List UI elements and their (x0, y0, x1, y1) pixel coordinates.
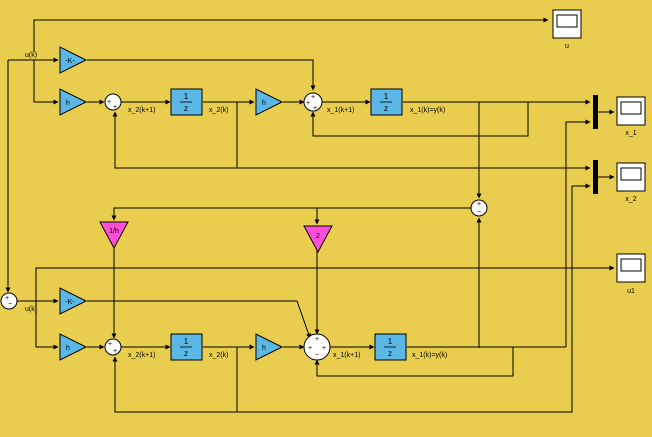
scope-x2-label: x_2 (625, 196, 636, 203)
signal-x2-bottom: x_2(k) (209, 352, 228, 359)
mux-x1[interactable] (593, 95, 598, 129)
signal-x2-top: x_2(k) (209, 107, 228, 114)
gain-one-over-h[interactable]: 1/h (99, 221, 129, 250)
scope-u1[interactable]: u1 (616, 253, 646, 295)
svg-text:h: h (262, 100, 266, 107)
gain-h-top-1[interactable]: h (59, 88, 88, 116)
svg-text:-K-: -K- (65, 299, 75, 306)
gain-k-top[interactable]: -K- (59, 46, 88, 74)
scope-u[interactable]: u (552, 9, 582, 50)
sum-2[interactable]: + + + (303, 92, 323, 112)
svg-text:−: − (8, 301, 12, 308)
scope-x1[interactable]: x_1 (616, 96, 646, 137)
svg-text:+: + (315, 336, 319, 343)
gain-h-bottom-2[interactable]: h (255, 333, 284, 361)
signal-x1-next-top: x_1(k+1) (327, 107, 354, 114)
svg-text:+: + (107, 99, 111, 106)
signal-x1-bottom: x_1(k)=y(k) (412, 352, 447, 359)
svg-text:h: h (66, 345, 70, 352)
svg-text:z: z (184, 349, 188, 358)
scope-x2[interactable]: x_2 (616, 162, 646, 203)
svg-text:z: z (388, 349, 392, 358)
wires (5, 17, 615, 413)
svg-text:+: + (306, 100, 310, 107)
scope-x1-label: x_1 (625, 130, 636, 137)
signal-u-top: u(k) (25, 52, 37, 59)
signal-x2-next-bottom: x_2(k+1) (128, 352, 155, 359)
sum-1[interactable]: + + (104, 93, 122, 111)
svg-text:+: + (313, 105, 317, 112)
svg-text:z: z (184, 104, 188, 113)
svg-text:−: − (315, 352, 319, 359)
signal-u-bottom: u(k) (25, 306, 37, 313)
gain-h-top-2[interactable]: h (255, 88, 284, 116)
delay-1[interactable]: 1 z (170, 88, 203, 116)
svg-text:+: + (113, 348, 117, 355)
gain-k-bottom[interactable]: -K- (59, 287, 88, 315)
mux-x2[interactable] (593, 160, 598, 194)
gain-h-bottom-1[interactable]: h (59, 333, 88, 361)
svg-text:1: 1 (384, 92, 389, 101)
svg-text:+: + (322, 345, 326, 352)
signal-x1-next-bottom: x_1(k+1) (333, 352, 360, 359)
delay-4[interactable]: 1 z (374, 333, 407, 361)
svg-text:+: + (108, 341, 112, 348)
delay-2[interactable]: 1 z (370, 88, 403, 116)
signal-x1-top: x_1(k)=y(k) (410, 107, 445, 114)
svg-text:1: 1 (184, 337, 189, 346)
gain-two[interactable]: 2 (303, 225, 333, 254)
svg-text:-K-: -K- (65, 58, 75, 65)
sum-3[interactable]: + + (104, 338, 122, 356)
svg-text:h: h (66, 100, 70, 107)
svg-text:+: + (113, 104, 117, 111)
sum-4[interactable]: + + + − (303, 333, 331, 361)
svg-text:1: 1 (388, 337, 393, 346)
scope-u-label: u (565, 43, 569, 50)
svg-text:h: h (262, 345, 266, 352)
svg-text:2: 2 (316, 233, 320, 240)
svg-text:−: − (477, 209, 481, 216)
svg-text:1: 1 (184, 92, 189, 101)
sum-input-subtract[interactable]: + − (0, 292, 18, 310)
svg-text:z: z (384, 104, 388, 113)
svg-text:+: + (5, 295, 9, 302)
scope-u1-label: u1 (627, 288, 635, 295)
svg-text:+: + (311, 94, 315, 101)
svg-text:1/h: 1/h (109, 228, 119, 235)
svg-text:+: + (308, 345, 312, 352)
signal-x2-next-top: x_2(k+1) (128, 107, 155, 114)
svg-text:+: + (477, 201, 481, 208)
delay-3[interactable]: 1 z (170, 333, 203, 361)
sum-difference[interactable]: + − (470, 199, 488, 217)
